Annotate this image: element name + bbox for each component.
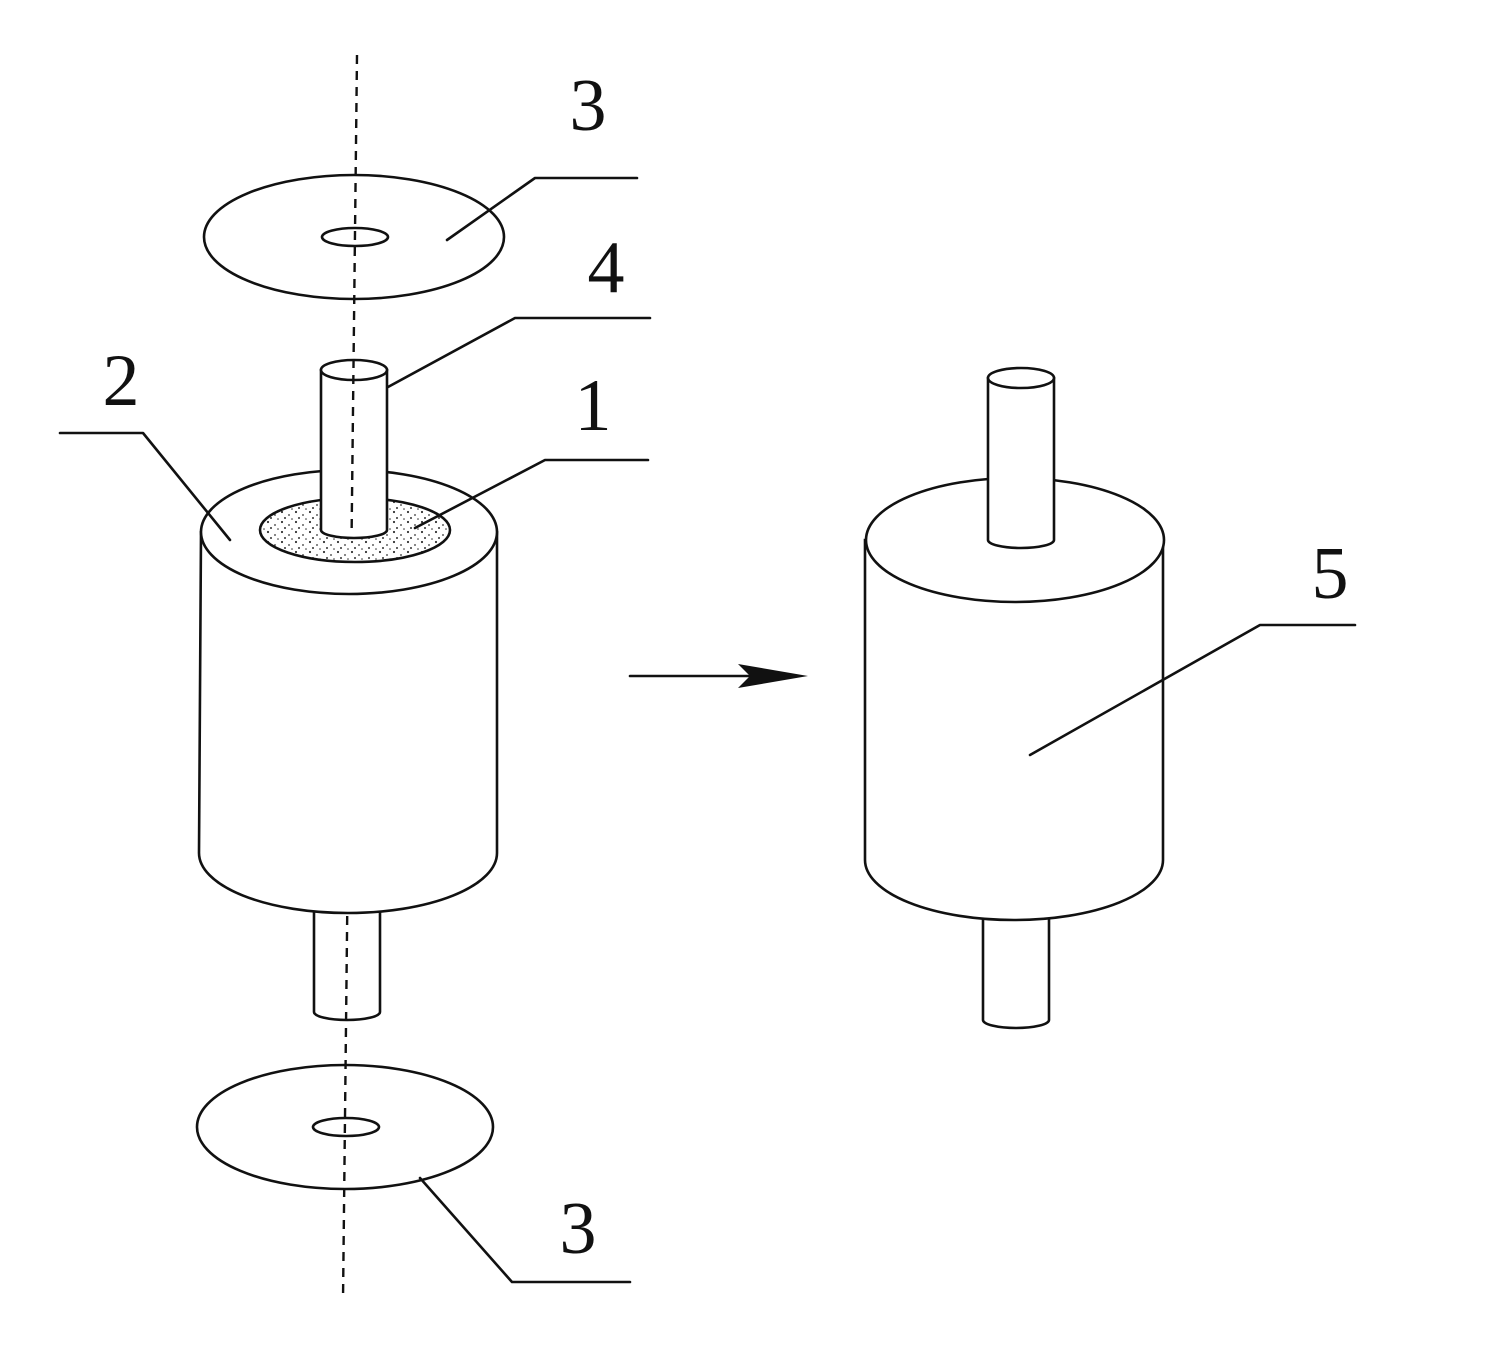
- assembled-rod-upper-end: [986, 376, 1056, 550]
- label-inner-ring: 1: [575, 365, 612, 447]
- transform-arrow: [628, 664, 808, 688]
- label-assembled-part: 5: [1312, 533, 1349, 615]
- label-bottom-disc: 3: [560, 1188, 597, 1270]
- leader-top-disc: [445, 176, 639, 242]
- assembled-rod-lower-end: [981, 888, 1051, 1030]
- exploded-assembly: [195, 54, 506, 1301]
- leader-inner-ring: [413, 458, 650, 530]
- assembled-body: [863, 538, 1165, 922]
- assembled-rod-top-face: [986, 366, 1056, 390]
- label-outer-sleeve: 2: [103, 340, 140, 422]
- rod-upper-end: [319, 358, 389, 540]
- leader-rod: [386, 316, 652, 389]
- leader-bottom-disc: [418, 1176, 632, 1284]
- label-top-disc: 3: [570, 65, 607, 147]
- leader-assembled-part: [1028, 623, 1357, 757]
- leader-outer-sleeve: [58, 431, 232, 542]
- axis-line-lower: [341, 915, 349, 1301]
- outer-sleeve: [197, 468, 499, 915]
- label-rod: 4: [588, 227, 625, 309]
- assembled-part: [863, 366, 1166, 1030]
